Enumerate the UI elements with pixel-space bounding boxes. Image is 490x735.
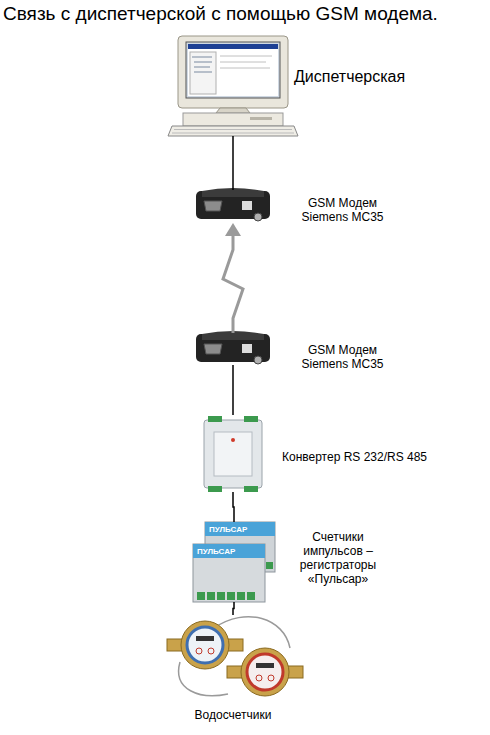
gsm-modem-illustration-part [204,201,222,211]
water-meter-illustration-part-part [208,648,214,654]
connector-line [233,492,234,522]
computer-illustration-part [183,113,283,126]
pulse-counter-illustration-part [237,592,245,600]
computer-illustration-part [190,52,216,94]
device-label: GSM Модем Siemens MC35 [285,196,400,224]
water-meter-illustration-part-part [187,627,223,663]
device-label: Счетчики импульсов – регистраторы «Пульс… [292,530,384,586]
computer-illustration-part [194,72,212,73]
computer-illustration-part [168,126,298,136]
converter-illustration-part [231,438,235,442]
gsm-modem-illustration-part [254,356,262,364]
pulse-counter-illustration-part [227,592,235,600]
device-label: Конвертер RS 232/RS 485 [282,450,427,464]
device-node: GSM Модем Siemens MC35 [196,190,270,223]
device-brand-label: ПУЛЬСАР [197,547,235,556]
converter-illustration-part [244,416,258,422]
pulse-counter-illustration [193,522,275,602]
device-brand-label: ПУЛЬСАР [209,525,247,534]
converter-illustration [204,416,262,492]
label-wrap: ПУЛЬСАР [197,547,235,556]
gsm-modem-illustration-part [254,213,262,221]
connector-line [232,136,234,190]
diagram-title: Связь с диспетчерской с помощью GSM моде… [3,3,438,25]
converter-illustration-part [208,486,222,492]
converter-illustration-part [244,486,258,492]
computer-illustration-part [250,117,272,120]
gsm-modem-illustration-part [242,201,252,210]
converter-illustration-part [214,432,252,476]
water-meter-illustration-part-part [247,654,283,690]
computer-illustration-part [220,68,270,69]
pulse-counter-illustration-part [217,592,225,600]
device-node: Счетчики импульсов – регистраторы «Пульс… [193,522,275,602]
pulse-counter-illustration-part [193,544,265,558]
connector-line [232,365,234,415]
pulse-counter-illustration-part [197,592,205,600]
computer-illustration-part [188,44,278,49]
device-node: GSM Модем Siemens MC35 [196,333,270,365]
computer-illustration-part [220,56,272,57]
computer-illustration-part [194,62,212,63]
water-meter-illustration-part-part [181,621,229,669]
device-node: Конвертер RS 232/RS 485 [202,415,264,492]
computer-illustration-part [174,129,292,130]
water-meter-illustration-part-part [268,675,274,681]
water-meter-illustration-part-part [196,648,202,654]
device-node: Диспетчерская [168,35,298,136]
gsm-modem-illustration-part [204,344,222,354]
converter-illustration-part [204,420,262,488]
water-meter-illustration-part-part [241,648,289,696]
water-meter-illustration-part [227,648,303,696]
computer-illustration-part [186,42,280,98]
pulse-counter-illustration-part [266,562,273,569]
connector-line [233,602,234,615]
computer-illustration-part [188,44,278,96]
computer-illustration-part [220,62,266,63]
device-label: Водосчетчики [163,708,303,722]
pulse-counter-illustration-part [247,592,255,600]
pulse-counter-illustration-part [193,544,265,602]
computer-illustration-part [216,108,250,113]
computer-illustration-part [194,67,210,68]
water-meter-illustration-part-part [196,636,214,641]
pulse-counter-illustration-part [205,522,275,536]
title-wrap: Связь с диспетчерской с помощью GSM моде… [3,3,438,25]
gsm-modem-illustration [196,331,270,364]
gsm-modem-illustration-part [242,344,252,353]
water-meter-illustration-part-part [256,663,274,668]
connector-line [223,235,243,333]
computer-illustration-part [178,36,288,108]
water-meter-illustration [167,617,303,696]
device-label: Диспетчерская [294,67,405,86]
device-node: Водосчетчики [163,615,303,700]
converter-illustration-part [208,416,222,422]
computer-illustration [168,36,298,136]
water-meter-illustration-part [167,621,243,669]
water-meter-illustration-part-part [256,675,262,681]
label-wrap: ПУЛЬСАР [209,525,247,534]
pulse-counter-illustration-part [207,592,215,600]
computer-illustration-part [172,133,294,134]
device-label: GSM Модем Siemens MC35 [285,343,400,371]
arrow-head [225,223,241,236]
gsm-modem-illustration [196,188,270,221]
computer-illustration-part [192,57,212,58]
